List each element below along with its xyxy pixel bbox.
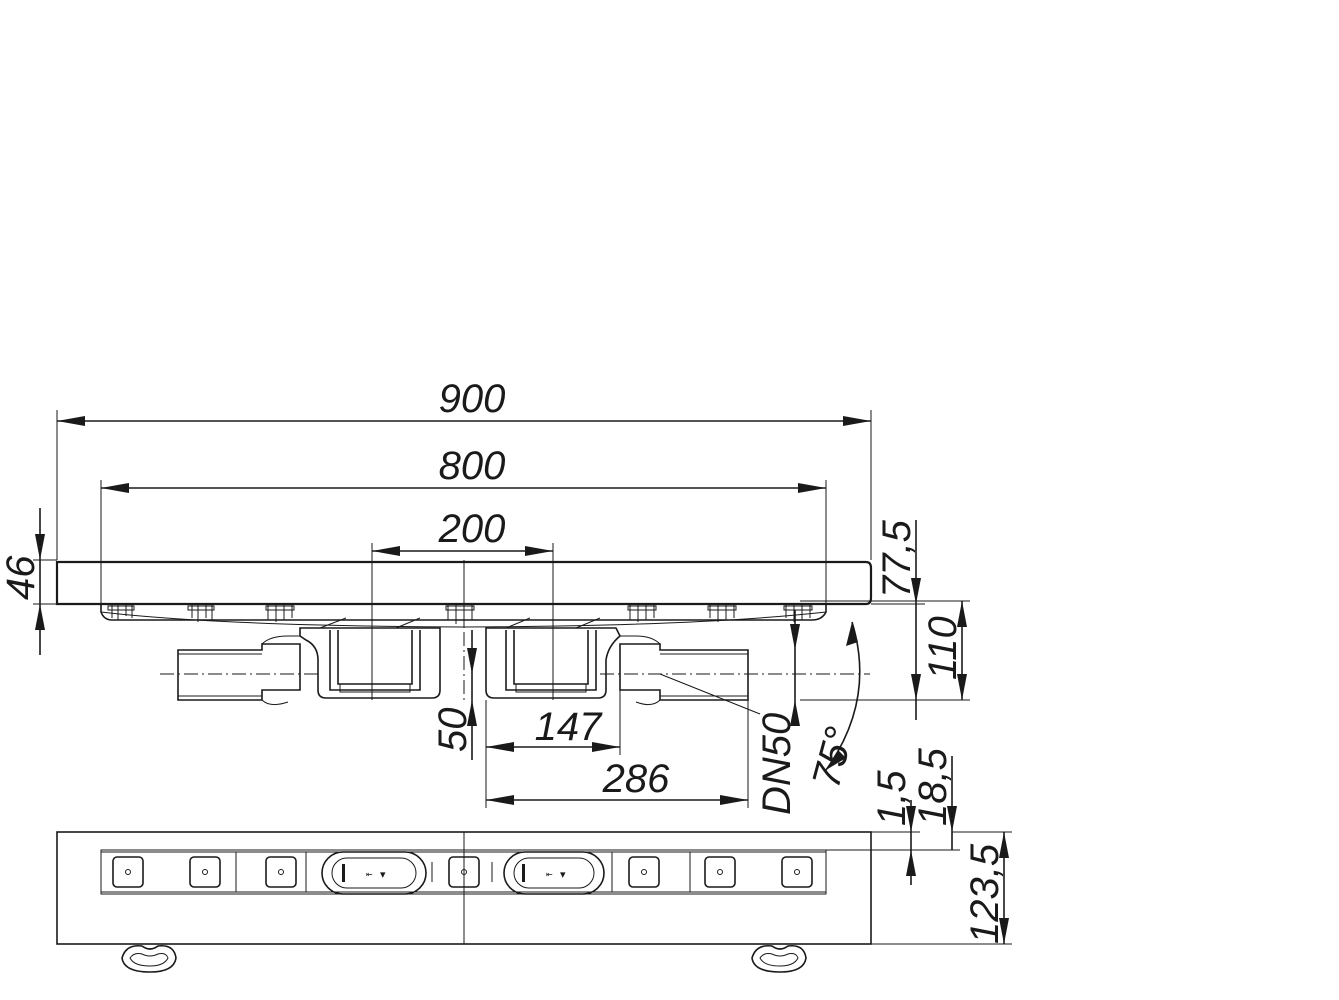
dim-label-75: 75°	[804, 723, 862, 793]
dim-label-dn50: DN50	[755, 713, 799, 815]
dimension-angle: 75°	[804, 621, 862, 793]
svg-text:▾: ▾	[380, 868, 386, 881]
dim-label-900: 900	[439, 377, 506, 421]
dim-label-46: 46	[0, 555, 43, 600]
svg-text:▾: ▾	[560, 868, 566, 881]
dim-label-1-5: 1,5	[870, 770, 914, 826]
dimension-147: 147	[485, 690, 621, 808]
svg-text:⇤: ⇤	[546, 870, 553, 879]
adjustable-foot-left	[121, 944, 177, 973]
dim-label-800: 800	[439, 444, 506, 488]
dimension-286: 286	[486, 700, 749, 808]
dimension-900: 900	[56, 377, 872, 560]
dimension-46: 46	[0, 508, 57, 655]
dimension-50: 50	[431, 630, 477, 760]
drain-grate-left: ⇤ ▾	[321, 851, 427, 895]
dimension-110: 110	[800, 600, 970, 701]
channel-plan: ⇤ ▾ ⇤ ▾	[56, 831, 872, 973]
left-drain-body	[299, 617, 441, 699]
dimension-123-5: 123,5	[871, 831, 1012, 945]
dim-label-18-5: 18,5	[911, 747, 955, 826]
dim-label-147: 147	[535, 705, 603, 749]
dimension-800: 800	[100, 444, 827, 610]
dim-label-50: 50	[431, 708, 475, 753]
brackets	[107, 604, 813, 626]
dim-label-200: 200	[438, 507, 506, 551]
dimension-77-5: 77,5	[871, 519, 925, 720]
svg-text:⇤: ⇤	[366, 870, 373, 879]
fixture-squares	[112, 856, 813, 888]
right-drain-body	[485, 617, 621, 699]
adjustable-foot-right	[751, 944, 807, 973]
dim-label-110: 110	[921, 616, 965, 680]
right-outlet-pipe	[600, 635, 870, 715]
channel-elevation	[55, 560, 873, 715]
dimension-200: 200	[371, 507, 554, 700]
dimension-dn50: DN50	[755, 610, 800, 815]
dimension-18-5: 18,5	[911, 747, 957, 850]
dim-label-77-5: 77,5	[875, 519, 919, 598]
left-outlet-pipe	[160, 635, 320, 706]
dim-label-123-5: 123,5	[963, 843, 1007, 944]
dim-label-286: 286	[602, 757, 670, 801]
dimension-1-5: 1,5	[826, 770, 960, 885]
drain-grate-right: ⇤ ▾	[503, 851, 605, 895]
